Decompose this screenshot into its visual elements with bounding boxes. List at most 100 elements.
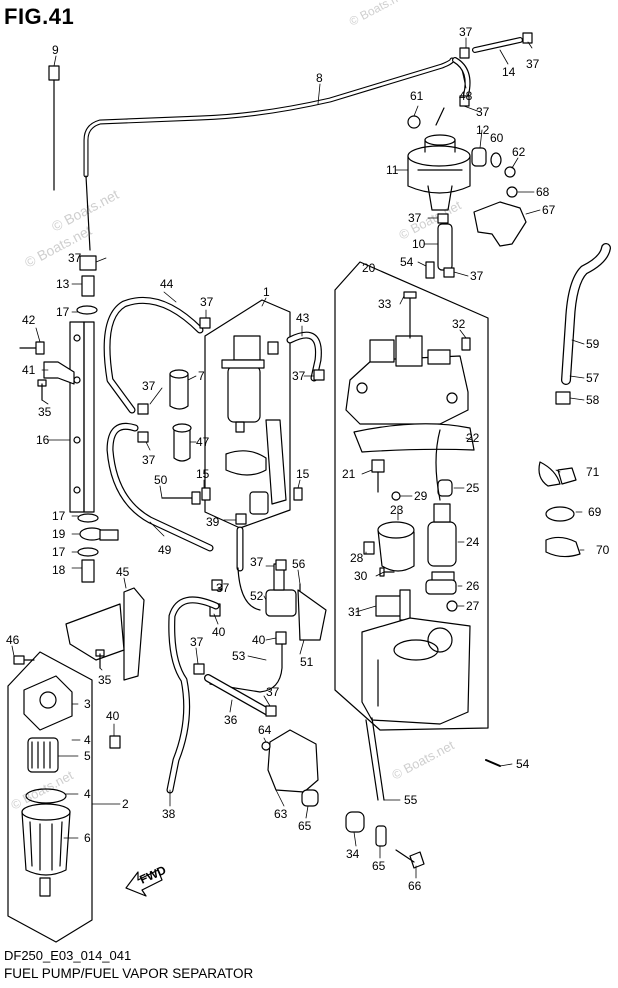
vapor-filter-11 <box>407 107 471 211</box>
bracket-45 <box>123 587 145 681</box>
part-label: 42 <box>22 313 36 327</box>
part-label: 70 <box>596 543 610 557</box>
part-label: 13 <box>56 277 70 291</box>
part-label: 45 <box>116 565 130 579</box>
bolt-35 <box>37 379 47 401</box>
part-label: 25 <box>466 481 480 495</box>
clip-37 <box>443 267 455 278</box>
watermark: © Boats.net <box>389 737 457 782</box>
bracket-45b <box>65 603 125 661</box>
part-label: 50 <box>154 473 168 487</box>
part-label: 37 <box>470 269 484 283</box>
pipe-55 <box>365 717 385 801</box>
filter-assembly-box-outline <box>7 651 93 943</box>
clip-37 <box>137 403 149 415</box>
watermark: © Boats.net <box>396 197 464 242</box>
part-label: 68 <box>536 185 550 199</box>
part-label: 28 <box>350 551 364 565</box>
fitting-21 <box>371 459 385 473</box>
clip-37 <box>313 369 325 381</box>
float-chamber <box>361 617 471 725</box>
part-label: 65 <box>298 819 312 833</box>
part-label: 40 <box>252 633 266 647</box>
fwd-arrow: FWD <box>125 863 168 897</box>
hose-36-lower-inner <box>205 675 271 715</box>
part-label: 52 <box>250 589 264 603</box>
clip-37 <box>275 559 287 571</box>
part-label: 26 <box>466 579 480 593</box>
bolt-50 <box>161 491 201 505</box>
clip-40 <box>275 631 287 645</box>
part-label: 41 <box>22 363 36 377</box>
bolt-27 <box>446 600 458 612</box>
part-label: 37 <box>459 25 473 39</box>
part-label: 37 <box>142 453 156 467</box>
part-label: 63 <box>274 807 288 821</box>
part-label: 32 <box>452 317 466 331</box>
part-label: 37 <box>292 369 306 383</box>
part-label: 23 <box>390 503 404 517</box>
hose-38-inner <box>167 597 219 793</box>
part-label: 4 <box>84 733 91 747</box>
part-label: 17 <box>56 305 70 319</box>
part-label: 37 <box>216 581 230 595</box>
bolt-64 <box>261 741 271 751</box>
part-label: 21 <box>342 467 356 481</box>
clip-39 <box>235 513 247 525</box>
clamp-47 <box>173 427 191 462</box>
part-label: 65 <box>372 859 386 873</box>
fuel-filter-52 <box>265 563 297 617</box>
part-label: 6 <box>84 831 91 845</box>
hose-49-inner <box>107 424 213 551</box>
part-label: 33 <box>378 297 392 311</box>
clip-37 <box>211 579 223 591</box>
filter-element-5 <box>27 737 59 773</box>
washer-60 <box>490 152 502 168</box>
bolt-42 <box>19 341 45 355</box>
tube-10 <box>437 223 453 271</box>
part-label: 57 <box>586 371 600 385</box>
part-label: 9 <box>52 43 59 57</box>
union-bolt-19 <box>79 527 119 541</box>
part-label: 44 <box>160 277 174 291</box>
clip-37 <box>137 431 149 443</box>
part-label: 37 <box>408 211 422 225</box>
clip-37 <box>437 213 449 224</box>
part-number-labels: 9 8 37 37 14 48 61 37 12 60 62 11 68 67 … <box>6 25 610 893</box>
diagram-code: DF250_E03_014_041 <box>4 948 132 963</box>
part-label: 37 <box>142 379 156 393</box>
part-label: 7 <box>198 369 205 383</box>
grommet-65 <box>375 825 387 847</box>
clip-15 <box>293 487 303 501</box>
hose-59-inner <box>562 244 610 384</box>
part-label: 43 <box>296 311 310 325</box>
gasket-22 <box>353 423 475 453</box>
wire-harness <box>435 429 441 501</box>
part-label: 60 <box>490 131 504 145</box>
hose-48-inner <box>453 58 470 97</box>
part-label: 39 <box>206 515 220 529</box>
clip-28 <box>363 541 375 555</box>
part-label: 37 <box>200 295 214 309</box>
part-label: 19 <box>52 527 66 541</box>
bolt-46 <box>13 655 35 665</box>
part-label: 56 <box>292 557 306 571</box>
clip-37 <box>265 705 277 717</box>
hose-line-a <box>237 567 261 611</box>
clip-15 <box>201 487 211 501</box>
part-label: 3 <box>84 697 91 711</box>
part-label: 27 <box>466 599 480 613</box>
fitting-13 <box>79 255 97 297</box>
part-label: 5 <box>84 749 91 763</box>
clip-58 <box>555 391 571 405</box>
part-label: 40 <box>212 625 226 639</box>
part-label: 16 <box>36 433 50 447</box>
part-label: 18 <box>52 563 66 577</box>
bracket-67 <box>473 201 527 247</box>
grommet-12 <box>471 147 487 167</box>
part-label: 24 <box>466 535 480 549</box>
part-label: 59 <box>586 337 600 351</box>
pressure-regulator-31 <box>375 589 411 621</box>
clip-37 <box>522 32 533 44</box>
